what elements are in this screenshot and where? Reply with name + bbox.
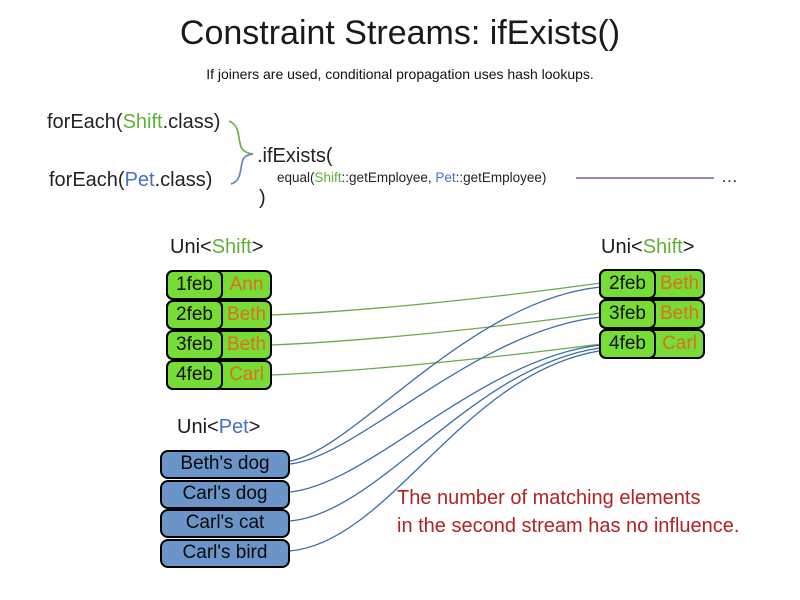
wire-carlscat-to-4feb (289, 347, 601, 522)
uni-pet-label: Uni<Pet> (177, 416, 260, 439)
label-text: > (682, 236, 695, 258)
shift-employee: Carl (229, 364, 264, 385)
page-title: Constraint Streams: ifExists() (179, 14, 621, 52)
code-text: ::getEmployee, (341, 170, 436, 185)
uni-shift-left-label: Uni<Shift> (170, 236, 263, 259)
pet-row-beths-dog: Beth's dog (160, 450, 290, 479)
code-text: equal( (277, 170, 315, 185)
shift-class-token: Shift (211, 236, 252, 258)
note-text: The number of matching elements in the s… (397, 484, 739, 540)
code-foreach-shift: forEach(Shift.class) (47, 111, 220, 134)
wire-shift2feb-to-2feb (270, 282, 602, 316)
pet-class-token: Pet (124, 169, 155, 191)
page-subtitle: If joiners are used, conditional propaga… (206, 66, 594, 82)
code-equal-joiner: equal(Shift::getEmployee, Pet::getEmploy… (277, 170, 546, 185)
shift-row-left-2feb: 2feb Beth (166, 300, 272, 330)
brace-top-half (228, 120, 254, 155)
wire-carlsbird-to-4feb (289, 350, 600, 552)
shift-class-token: Shift (642, 236, 683, 258)
shift-employee: Beth (659, 273, 700, 294)
shift-employee: Beth (659, 303, 700, 324)
shift-date: 2feb (599, 269, 656, 299)
code-text: .class) (162, 111, 221, 133)
label-text: Uni< (601, 236, 643, 258)
pet-row-carls-cat: Carl's cat (160, 509, 290, 538)
code-text: .class) (154, 169, 213, 191)
shift-row-right-2feb: 2feb Beth (599, 269, 705, 299)
shift-class-token: Shift (314, 170, 342, 185)
wire-carlsdog-to-4feb (289, 344, 602, 493)
code-foreach-pet: forEach(Pet.class) (49, 169, 212, 192)
shift-row-right-4feb: 4feb Carl (599, 329, 705, 359)
code-ifexists: .ifExists( (257, 145, 333, 167)
wire-bethsdog-to-3feb (289, 316, 602, 465)
shift-date: 3feb (166, 330, 223, 360)
code-text: ::getEmployee) (455, 170, 547, 185)
label-text: Uni< (177, 416, 219, 438)
wire-shift3feb-to-3feb (270, 312, 602, 346)
label-text: > (251, 236, 264, 258)
note-line-1: The number of matching elements (397, 487, 701, 509)
pet-class-token: Pet (435, 170, 456, 185)
shift-employee: Beth (226, 304, 267, 325)
shift-row-right-3feb: 3feb Beth (599, 299, 705, 329)
shift-employee: Carl (662, 333, 697, 354)
shift-date: 4feb (599, 329, 656, 359)
brace-bottom-half (230, 153, 254, 185)
label-text: > (248, 416, 261, 438)
code-text: forEach( (49, 169, 125, 191)
label-text: Uni< (170, 236, 212, 258)
shift-row-left-3feb: 3feb Beth (166, 330, 272, 360)
shift-employee: Ann (229, 274, 264, 295)
shift-row-left-4feb: 4feb Carl (166, 360, 272, 390)
code-close-paren: ) (259, 187, 266, 209)
pet-row-carls-dog: Carl's dog (160, 480, 290, 509)
shift-row-left-1feb: 1feb Ann (166, 270, 272, 300)
shift-date: 3feb (599, 299, 656, 329)
shift-date: 1feb (166, 270, 223, 300)
shift-class-token: Shift (122, 111, 163, 133)
pet-class-token: Pet (218, 416, 249, 438)
shift-employee: Beth (226, 334, 267, 355)
shift-date: 4feb (166, 360, 223, 390)
shift-date: 2feb (166, 300, 223, 330)
uni-shift-right-label: Uni<Shift> (601, 236, 694, 259)
wire-bethsdog-to-2feb (289, 286, 602, 462)
code-text: forEach( (47, 111, 123, 133)
pet-row-carls-bird: Carl's bird (160, 539, 290, 568)
wire-shift4feb-to-4feb (270, 343, 602, 376)
code-ellipsis: … (721, 167, 738, 186)
note-line-2: in the second stream has no influence. (397, 515, 740, 537)
